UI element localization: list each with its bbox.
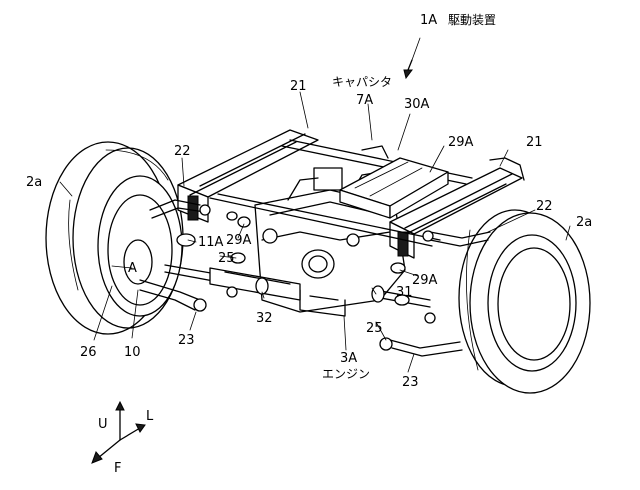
- label-2a-left: 2a: [26, 175, 42, 190]
- label-29A-low: 29A: [412, 273, 438, 288]
- mounts: [176, 211, 410, 306]
- label-7A: 7A: [356, 93, 373, 108]
- left-wheel: [45, 141, 184, 335]
- labels: 1A 駆動装置 キャパシタ 7A 30A 21 21 22 22 29A 29A…: [26, 13, 592, 390]
- label-29A-mid: 29A: [226, 233, 252, 248]
- label-30A: 30A: [404, 97, 430, 112]
- label-29A-top: 29A: [448, 135, 474, 150]
- drive-shafts: [164, 264, 431, 308]
- axis-left-label: L: [146, 409, 154, 424]
- axis-up-label: U: [98, 417, 108, 432]
- capacitor: [339, 145, 449, 219]
- label-drive-device: 駆動装置: [448, 13, 496, 27]
- label-25-right: 25: [366, 321, 383, 336]
- label-23-right: 23: [402, 375, 419, 390]
- label-1A: 1A: [420, 13, 437, 28]
- label-23-left: 23: [178, 333, 195, 348]
- label-11A: 11A: [198, 235, 224, 250]
- upper-links: [149, 199, 491, 247]
- label-3A: 3A: [340, 351, 357, 366]
- right-suspension-arm: [379, 312, 463, 357]
- left-suspension-arm: [139, 279, 238, 312]
- label-31: 31: [396, 285, 413, 300]
- label-10: 10: [124, 345, 141, 360]
- axis-front-label: F: [114, 461, 121, 476]
- label-22-left: 22: [174, 144, 191, 159]
- label-32: 32: [256, 311, 273, 326]
- label-25-left: 25: [218, 251, 235, 266]
- label-21-left: 21: [290, 79, 307, 94]
- label-26: 26: [80, 345, 97, 360]
- label-21-right: 21: [526, 135, 543, 150]
- label-A: A: [128, 261, 137, 276]
- label-engine: エンジン: [322, 367, 370, 381]
- right-wheel: [458, 209, 591, 394]
- label-2a-right: 2a: [576, 215, 592, 230]
- label-22-right: 22: [536, 199, 553, 214]
- label-capacitor: キャパシタ: [332, 75, 392, 89]
- direction-axes: U L F: [91, 400, 154, 476]
- leader-lines: [59, 37, 571, 373]
- arrow-1A: [403, 59, 413, 80]
